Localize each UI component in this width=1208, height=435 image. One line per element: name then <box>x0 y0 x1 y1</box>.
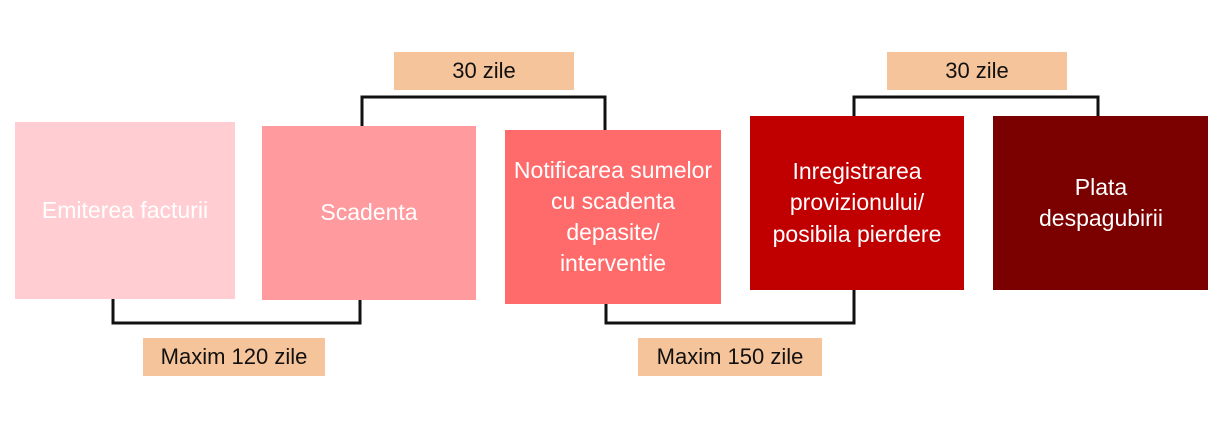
step-inregistrarea-provizionului: Inregistrarea provizionului/ posibila pi… <box>750 116 964 290</box>
duration-label-top-right: 30 zile <box>887 52 1067 90</box>
bracket-top-left <box>360 95 607 130</box>
bracket-bottom-left <box>111 298 362 325</box>
duration-label-top-left: 30 zile <box>394 52 574 90</box>
step-scadenta: Scadenta <box>262 126 476 300</box>
step-notificarea: Notificarea sumelor cu scadenta depasite… <box>505 130 721 304</box>
bracket-top-right <box>852 95 1100 116</box>
bracket-bottom-right <box>604 290 856 325</box>
duration-label-bottom-right: Maxim 150 zile <box>638 338 822 376</box>
step-emiterea-facturii: Emiterea facturii <box>15 122 235 299</box>
duration-label-bottom-left: Maxim 120 zile <box>143 338 325 376</box>
step-plata-despagubirii: Plata despagubirii <box>993 116 1208 290</box>
